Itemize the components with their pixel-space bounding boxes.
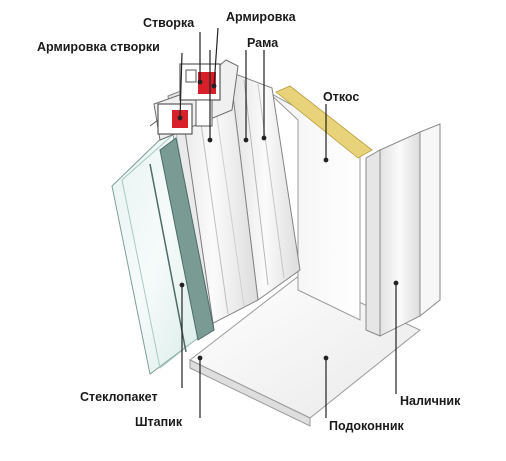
label-shtapik: Штапик [135, 415, 183, 429]
leader-lines [177, 27, 399, 418]
label-rama: Рама [247, 36, 279, 50]
label-otkos: Откос [323, 90, 360, 104]
label-armirovka: Армировка [226, 10, 296, 24]
trim-lip [419, 123, 441, 318]
label-steklopaket: Стеклопакет [80, 390, 158, 404]
profile-cross-section [149, 59, 239, 141]
label-nalichnik: Наличник [400, 394, 461, 408]
label-podokonnik: Подоконник [329, 419, 404, 433]
trim-face [365, 149, 381, 337]
frame-reinforcement-insert [198, 72, 216, 94]
reveal-sealant-strip [275, 85, 373, 159]
glass-spacer [159, 137, 215, 341]
label-armirovka-stvorki: Армировка створки [37, 40, 160, 54]
window-sill-edge [189, 359, 311, 427]
label-stvorka: Створка [143, 16, 195, 30]
trim-panel [379, 131, 421, 337]
